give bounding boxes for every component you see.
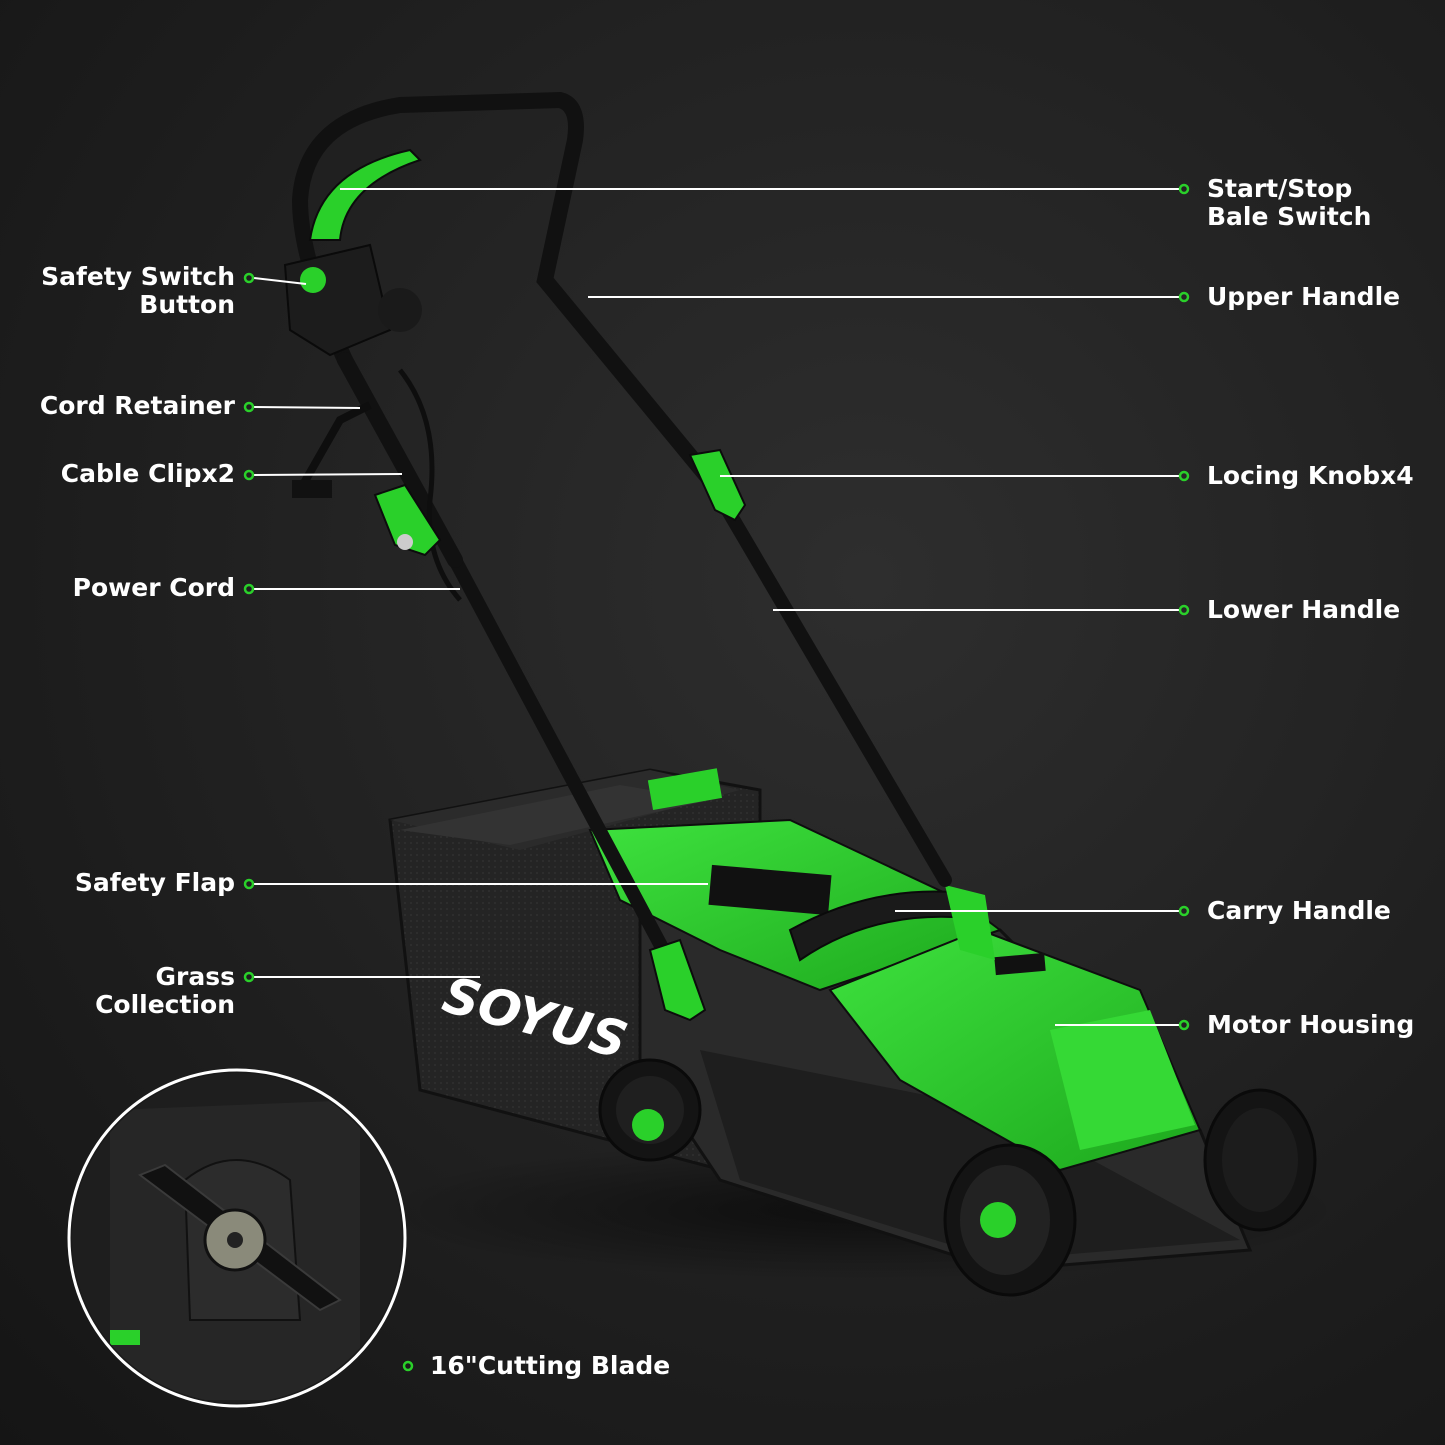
callout-dots-right — [1178, 183, 1190, 1031]
label-safety-switch-line1: Safety Switch — [41, 262, 235, 291]
label-lower-handle: Lower Handle — [1207, 595, 1401, 624]
bale-switch-shape — [308, 148, 422, 241]
rear-left-wheel — [598, 1058, 702, 1162]
blade-inset — [67, 1068, 407, 1408]
locking-knobs — [373, 448, 747, 1022]
label-power-cord: Power Cord — [72, 573, 235, 602]
label-motor-housing: Motor Housing — [1207, 1010, 1415, 1039]
motor-housing-shape — [828, 928, 1202, 1172]
front-wheel — [943, 1143, 1077, 1297]
label-grass-collection: Grass Collection — [95, 963, 235, 1019]
label-start-stop: Start/Stop Bale Switch — [1207, 175, 1371, 231]
label-safety-switch-line2: Button — [139, 290, 235, 319]
label-grass-collection-line1: Grass — [155, 962, 235, 991]
label-cutting-blade: 16"Cutting Blade — [430, 1351, 671, 1380]
label-safety-switch: Safety Switch Button — [41, 263, 235, 319]
label-safety-flap: Safety Flap — [74, 868, 235, 897]
callout-cable-clip — [253, 473, 403, 476]
callout-dots-left — [243, 272, 414, 1372]
label-cable-clip: Cable Clipx2 — [60, 459, 235, 488]
callout-safety-switch — [253, 277, 307, 285]
label-start-stop-line1: Start/Stop — [1207, 174, 1353, 203]
label-locking-knob: Locing Knobx4 — [1207, 461, 1414, 490]
rear-right-wheel — [1203, 1088, 1317, 1232]
label-start-stop-line2: Bale Switch — [1207, 202, 1372, 231]
label-carry-handle: Carry Handle — [1207, 896, 1391, 925]
callout-lines-left — [253, 277, 708, 978]
lower-handle-bars — [448, 473, 952, 1007]
carry-handle-shape — [788, 885, 995, 962]
callout-cord-retainer — [253, 406, 361, 409]
label-cord-retainer: Cord Retainer — [39, 391, 235, 420]
label-upper-handle: Upper Handle — [1207, 282, 1401, 311]
callout-lines-right — [340, 188, 1179, 1026]
switch-box — [283, 243, 422, 357]
cord-parts — [292, 368, 462, 602]
label-grass-collection-line2: Collection — [95, 990, 235, 1019]
